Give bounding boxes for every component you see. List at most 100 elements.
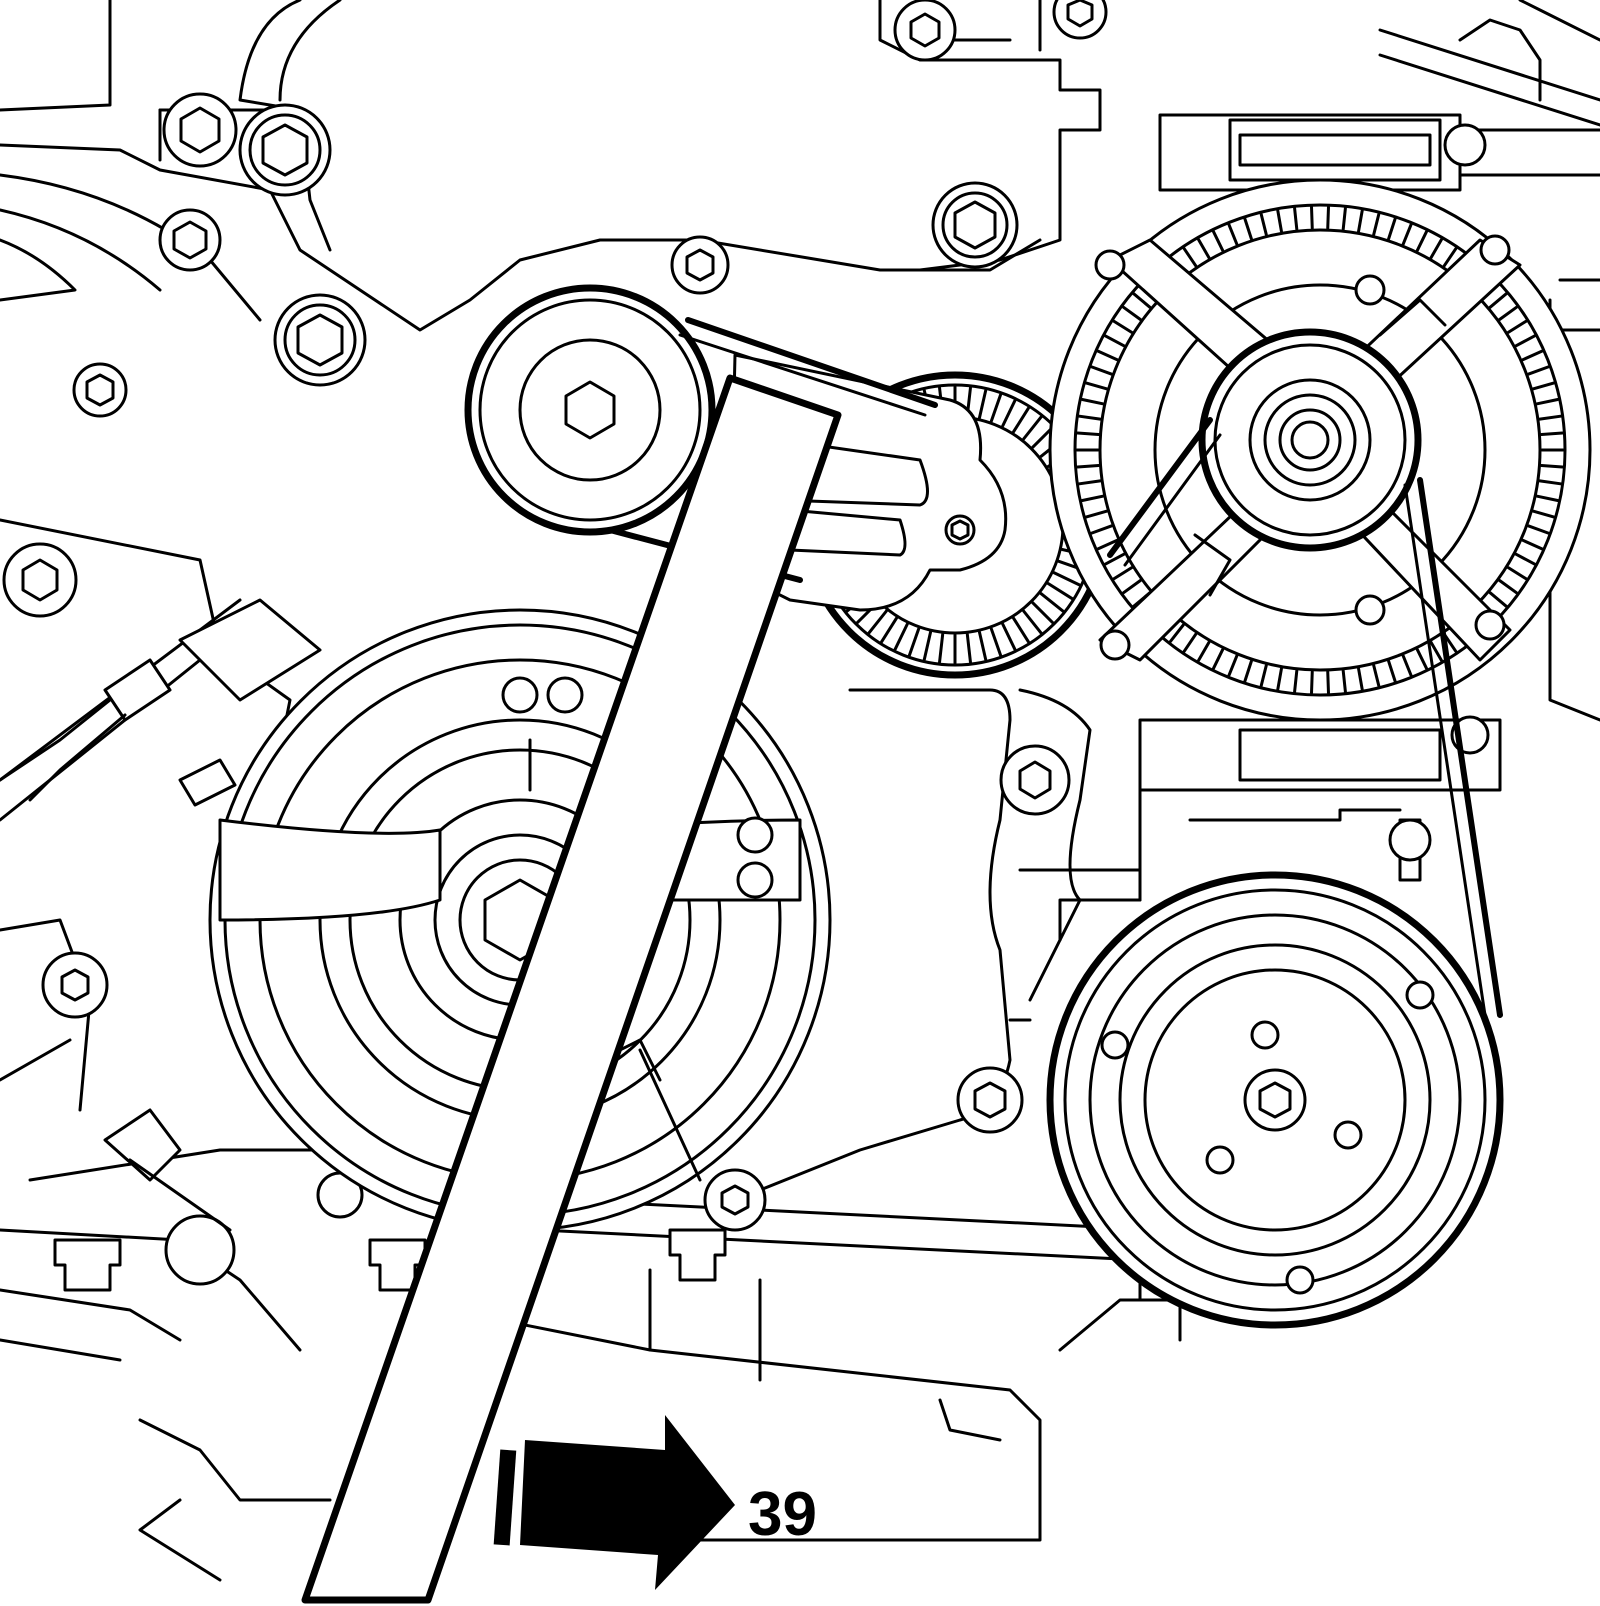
pulley-rib — [1535, 397, 1560, 406]
pulley-rib — [1442, 247, 1458, 268]
pulley-rib — [977, 630, 988, 662]
pulley-rib — [867, 609, 888, 635]
pulley-rib — [1259, 663, 1268, 688]
pulley-rib — [1121, 578, 1142, 595]
pulley-rib — [1076, 463, 1101, 469]
pulley-rib — [1538, 479, 1563, 486]
pulley-rib — [1227, 223, 1239, 246]
pulley-rib — [1276, 209, 1283, 233]
pulley-rib — [1514, 334, 1537, 348]
callout-number: 39 — [748, 1480, 817, 1549]
pulley-rib — [1341, 669, 1347, 694]
bolt-icon — [1052, 0, 1108, 40]
bolt-icon — [164, 1214, 236, 1286]
pulley-rib — [1415, 230, 1429, 252]
pulley-rib — [1012, 616, 1030, 644]
pulley-rib — [1535, 494, 1560, 503]
bolts — [2, 0, 1490, 1292]
pulley-rib — [1276, 667, 1283, 691]
bolt-icon — [931, 181, 1019, 269]
pulley-rib — [1401, 654, 1413, 677]
pulley-rib — [1243, 659, 1253, 683]
pulley-rib — [1293, 206, 1299, 231]
pulley-rib — [1514, 552, 1537, 566]
pulley-rib — [1080, 397, 1105, 406]
pulley-rib — [1084, 509, 1109, 519]
pulley-rib — [1012, 406, 1030, 434]
direction-arrow — [493, 1415, 735, 1590]
pulley-rib — [1211, 230, 1225, 252]
pulley-rib — [1022, 415, 1043, 441]
pulley-rib — [1429, 640, 1443, 662]
pulley-rib — [1090, 524, 1113, 535]
pulley-rib — [1132, 292, 1152, 309]
pulley-rib — [893, 622, 909, 651]
pulley-rib — [1372, 663, 1381, 688]
pulley-rib — [1096, 349, 1119, 362]
pulley-rib — [1527, 365, 1550, 376]
bolt-icon — [273, 293, 367, 387]
pulley-rib — [1429, 238, 1443, 260]
pulley-rib — [1415, 648, 1429, 670]
pulley-rib — [880, 616, 898, 644]
pulley-rib — [1341, 206, 1347, 231]
pulley-rib — [1506, 566, 1528, 581]
pulley-rib — [977, 388, 988, 420]
drive-belt — [607, 317, 1503, 1018]
pulley-rib — [1243, 217, 1253, 241]
pulley-rib — [1293, 669, 1299, 694]
pulley-rib — [1498, 305, 1519, 322]
bolt-icon — [162, 92, 238, 168]
bolt-icon — [158, 208, 222, 272]
pulley-rib — [1182, 632, 1198, 653]
bolt-icon — [72, 362, 128, 418]
pulley-rib — [1527, 524, 1550, 535]
pulley-rib — [1077, 414, 1102, 421]
stud-icon — [53, 1238, 122, 1292]
pulley-rib — [922, 630, 933, 662]
pulley-rib — [1506, 319, 1528, 334]
bolt-icon — [1443, 123, 1487, 167]
pulley-rib — [1357, 667, 1364, 691]
pulley-rib — [1046, 582, 1074, 600]
pulley-rib — [1326, 205, 1330, 230]
pulley-rib — [1531, 381, 1556, 391]
pulley-rib — [1531, 509, 1556, 519]
pulley-rib — [989, 393, 1003, 423]
pulley-rib — [1521, 349, 1544, 362]
pulley-rib — [1039, 592, 1065, 613]
pulley-rib — [1112, 319, 1134, 334]
pulley-rib — [1259, 212, 1268, 237]
pulley-rib — [1488, 591, 1508, 608]
ac-compressor-pulley — [1046, 871, 1504, 1329]
pulley-rib — [1052, 571, 1081, 587]
pulley-rib — [1372, 212, 1381, 237]
pulley-rib — [1498, 578, 1519, 595]
pulley-rib — [965, 632, 972, 664]
pulley-rib — [1112, 566, 1134, 581]
pulley-rib — [1103, 334, 1126, 348]
bolt-icon — [956, 1066, 1024, 1134]
pulley-rib — [1022, 609, 1043, 635]
alternator — [1048, 178, 1592, 722]
pulley-rib — [1077, 479, 1102, 486]
bolt-icon — [238, 103, 332, 197]
pulley-rib — [1182, 247, 1198, 268]
pulley-rib — [1080, 494, 1105, 503]
pulley-rib — [1539, 431, 1564, 437]
pulley-rib — [1357, 209, 1364, 233]
idler-pulley — [464, 284, 716, 536]
pulley-rib — [1197, 238, 1211, 260]
bolt-icon — [41, 951, 109, 1019]
pulley-rib — [1387, 217, 1397, 241]
pulley-rib — [1103, 552, 1126, 566]
pulley-rib — [1227, 654, 1239, 677]
pulley-rib — [1076, 431, 1101, 437]
bolt-icon — [893, 0, 957, 62]
pulley-rib — [1310, 205, 1314, 230]
bar-tool — [301, 374, 842, 1604]
pulley-rib — [1387, 659, 1397, 683]
pulley-rib — [1168, 623, 1185, 643]
sensor-connector — [0, 598, 322, 1232]
